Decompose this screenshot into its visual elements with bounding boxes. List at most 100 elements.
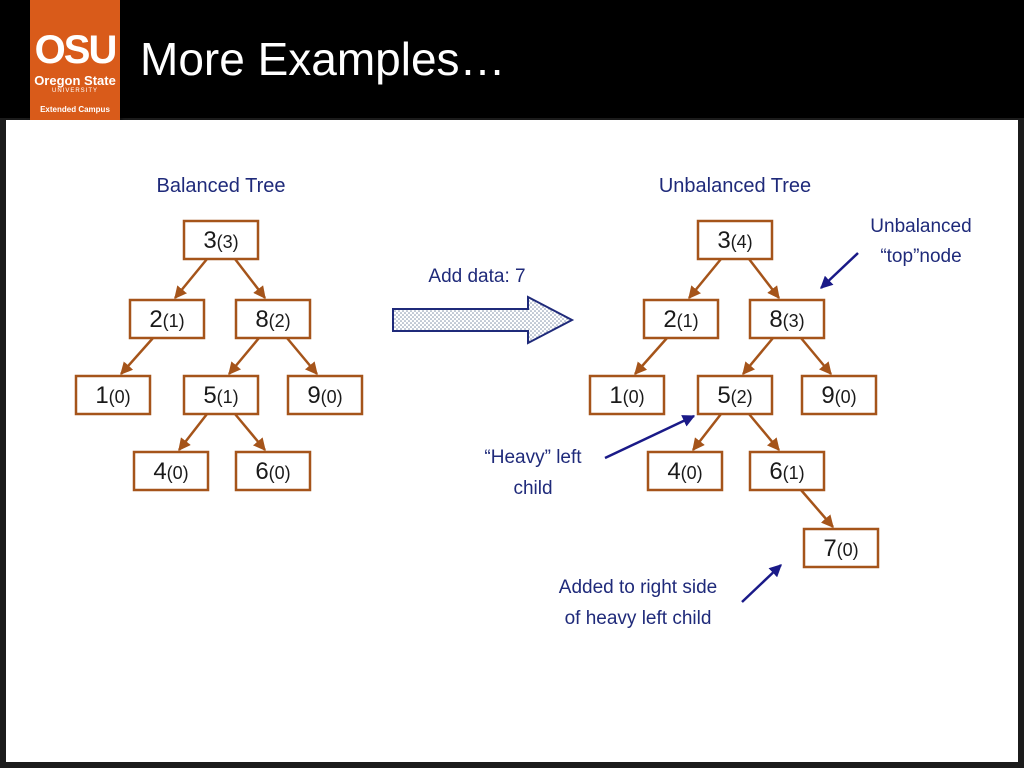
node-box: [802, 527, 880, 569]
node-label: 7(0): [823, 535, 858, 562]
node-box: [696, 219, 774, 261]
logo-line-3: Extended Campus: [40, 105, 110, 114]
node-height: (0): [167, 463, 189, 483]
node-label: 6(0): [255, 458, 290, 485]
node-label: 5(1): [203, 382, 238, 409]
node-height: (1): [163, 311, 185, 331]
unbalanced-node-6: 6(1): [748, 450, 826, 492]
tree-diagram: Balanced Tree Unbalanced Tree 3(3)2(1)8(…: [74, 175, 972, 629]
node-box: [646, 450, 724, 492]
tree-edge-arrow: [634, 337, 668, 375]
node-value: 6: [255, 458, 268, 485]
unbalanced-node-9: 9(0): [800, 374, 878, 416]
node-label: 6(1): [769, 458, 804, 485]
annotation-top-line-2: “top”node: [880, 246, 961, 267]
slide-title: More Examples…: [140, 33, 506, 85]
unbalanced-node-8: 8(3): [748, 298, 826, 340]
unbalanced-node-4: 4(0): [646, 450, 724, 492]
tree-edges: [120, 258, 834, 528]
annotation-heavy-line-2: child: [513, 478, 552, 499]
logo-line-1: Oregon State: [34, 73, 116, 88]
slide-body: Balanced Tree Unbalanced Tree 3(3)2(1)8(…: [6, 120, 1018, 762]
node-label: 8(3): [769, 306, 804, 333]
node-height: (2): [269, 311, 291, 331]
node-label: 2(1): [663, 306, 698, 333]
node-height: (1): [677, 311, 699, 331]
node-box: [74, 374, 152, 416]
node-box: [132, 450, 210, 492]
annotation-added: Added to right side of heavy left child: [559, 564, 782, 629]
node-value: 8: [255, 306, 268, 333]
tree-edge-arrow: [228, 337, 260, 375]
logo-line-2: UNIVERSITY: [51, 88, 98, 94]
node-value: 9: [307, 382, 320, 409]
node-box: [748, 450, 826, 492]
pointer-arrow: [741, 564, 782, 603]
unbalanced-node-7: 7(0): [802, 527, 880, 569]
node-value: 3: [717, 227, 730, 254]
node-height: (0): [837, 540, 859, 560]
balanced-node-1: 1(0): [74, 374, 152, 416]
balanced-tree-label: Balanced Tree: [157, 175, 286, 197]
node-value: 4: [667, 458, 680, 485]
header-bar: [0, 0, 1024, 118]
annotation-top-node: Unbalanced “top”node: [820, 216, 972, 289]
block-arrow-shape: [392, 295, 575, 345]
node-height: (0): [109, 387, 131, 407]
tree-edge-arrow: [178, 413, 208, 451]
node-box: [696, 374, 774, 416]
node-label: 3(3): [203, 227, 238, 254]
add-data-arrow: Add data: 7: [392, 266, 575, 345]
node-height: (0): [681, 463, 703, 483]
annotation-top-line-1: Unbalanced: [870, 216, 971, 237]
pointer-arrow: [820, 252, 859, 289]
node-height: (0): [835, 387, 857, 407]
tree-edge-arrow: [800, 337, 832, 375]
unbalanced-node-1: 1(0): [588, 374, 666, 416]
pointer-arrow: [604, 414, 696, 460]
annotation-heavy-left: “Heavy” left child: [484, 414, 696, 499]
unbalanced-node-5: 5(2): [696, 374, 774, 416]
node-value: 2: [149, 306, 162, 333]
node-height: (4): [731, 232, 753, 252]
node-height: (1): [217, 387, 239, 407]
node-value: 9: [821, 382, 834, 409]
tree-edge-arrow: [742, 337, 774, 375]
node-value: 3: [203, 227, 216, 254]
tree-edge-arrow: [120, 337, 154, 375]
tree-edge-arrow: [800, 489, 834, 528]
balanced-node-8: 8(2): [234, 298, 312, 340]
node-label: 5(2): [717, 382, 752, 409]
node-height: (0): [623, 387, 645, 407]
node-height: (3): [783, 311, 805, 331]
node-label: 3(4): [717, 227, 752, 254]
node-label: 4(0): [153, 458, 188, 485]
node-height: (0): [321, 387, 343, 407]
node-value: 1: [95, 382, 108, 409]
unbalanced-tree-label: Unbalanced Tree: [659, 175, 811, 197]
node-box: [234, 298, 312, 340]
node-box: [642, 298, 720, 340]
tree-edge-arrow: [688, 258, 722, 299]
tree-edge-arrow: [748, 413, 780, 451]
annotation-added-line-2: of heavy left child: [565, 608, 712, 629]
node-height: (3): [217, 232, 239, 252]
node-label: 1(0): [609, 382, 644, 409]
node-label: 8(2): [255, 306, 290, 333]
node-box: [286, 374, 364, 416]
tree-edge-arrow: [286, 337, 318, 375]
node-label: 2(1): [149, 306, 184, 333]
node-height: (0): [269, 463, 291, 483]
node-value: 4: [153, 458, 166, 485]
node-value: 5: [717, 382, 730, 409]
tree-edge-arrow: [234, 413, 266, 451]
tree-edge-arrow: [692, 413, 722, 451]
tree-edge-arrow: [748, 258, 780, 299]
balanced-node-3: 3(3): [182, 219, 260, 261]
tree-edge-arrow: [234, 258, 266, 299]
balanced-node-4: 4(0): [132, 450, 210, 492]
node-box: [182, 374, 260, 416]
node-value: 8: [769, 306, 782, 333]
node-box: [748, 298, 826, 340]
balanced-node-5: 5(1): [182, 374, 260, 416]
